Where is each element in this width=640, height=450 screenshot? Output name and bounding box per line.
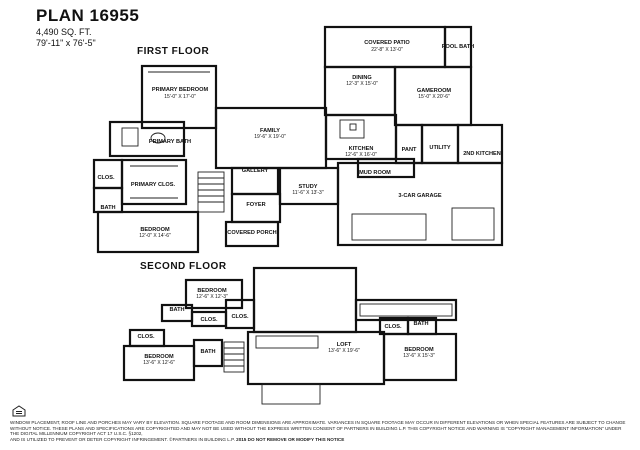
room-primary-bedroom-name: PRIMARY BEDROOM: [152, 87, 209, 93]
room-covered-patio-name: COVERED PATIO: [364, 40, 410, 46]
room-primary-clos-name: PRIMARY CLOS.: [131, 182, 176, 188]
second-floor-label: SECOND FLOOR: [140, 261, 227, 272]
room-foyer-name: FOYER: [246, 202, 265, 208]
room-garage-name: 3-CAR GARAGE: [398, 193, 441, 199]
room-kitchen-dim: 12'-6" X 16'-0": [345, 152, 377, 158]
room-bedroom-2a-dim: 12'-6" X 12'-3": [196, 294, 228, 300]
equal-housing-icon: [12, 405, 26, 417]
room-bedroom-2b-name: BEDROOM: [144, 354, 174, 360]
plan-title: PLAN 16955: [36, 6, 140, 25]
room-utility-name: UTILITY: [429, 145, 450, 151]
footer-line: AND IS UTILIZED TO PREVENT OR DETER COPY…: [10, 437, 630, 443]
room-bedroom-2b-dim: 13'-6" X 12'-6": [143, 360, 175, 366]
room-kitchen-name: KITCHEN: [349, 146, 374, 152]
first-floor-label: FIRST FLOOR: [137, 46, 210, 57]
room-gallery-name: GALLERY: [242, 168, 269, 174]
square-footage: 4,490 SQ. FT.: [36, 27, 92, 37]
room-clos-2c-name: CLOS.: [137, 334, 155, 340]
room-primary-bath-name: PRIMARY BATH: [149, 139, 191, 145]
room-bedroom-first-dim: 12'-0" X 14'-6": [139, 233, 171, 239]
room-gameroom-dim: 15'-0" X 20'-6": [418, 94, 450, 100]
footer-year: 2015: [236, 437, 247, 442]
room-clos-first-name: CLOS.: [97, 175, 115, 181]
room-bedroom-first-name: BEDROOM: [140, 227, 170, 233]
room-bath-first-name: BATH: [100, 205, 115, 211]
room-pant-name: PANT: [402, 147, 417, 153]
first-floor-walls: [92, 25, 504, 254]
room-family-name: FAMILY: [260, 128, 280, 134]
footer-copyright-text: AND IS UTILIZED TO PREVENT OR DETER COPY…: [10, 437, 235, 442]
room-mud-room-name: MUD ROOM: [359, 170, 391, 176]
room-loft-name: LOFT: [337, 342, 352, 348]
room-clos-2a-name: CLOS.: [200, 317, 218, 323]
room-dining-name: DINING: [352, 75, 372, 81]
room-study-name: STUDY: [299, 184, 318, 190]
room-bedroom-2c-name: BEDROOM: [404, 347, 434, 353]
room-clos-2b-name: CLOS.: [231, 314, 249, 320]
room-2nd-kitchen-name: 2ND KITCHEN: [463, 151, 501, 157]
room-clos-2d-name: CLOS.: [384, 324, 402, 330]
room-covered-patio-dim: 22'-8" X 13'-0": [371, 47, 403, 53]
room-bedroom-2a-name: BEDROOM: [197, 288, 227, 294]
room-family-dim: 19'-6" X 19'-0": [254, 134, 286, 140]
footer-warning: DO NOT REMOVE OR MODIFY THIS NOTICE: [247, 437, 345, 442]
overall-dimensions: 79'-11" x 76'-5": [36, 38, 96, 48]
room-labels: COVERED PATIO 22'-8" X 13'-0" POOL BATH …: [97, 40, 500, 366]
room-bath-2c-name: BATH: [413, 321, 428, 327]
room-gameroom-name: GAMEROOM: [417, 88, 452, 94]
room-bedroom-2c-dim: 13'-6" X 15'-3": [403, 353, 435, 359]
room-study-dim: 11'-6" X 13'-3": [292, 190, 323, 196]
room-pool-bath-name: POOL BATH: [442, 44, 474, 50]
room-primary-bedroom-dim: 15'-0" X 17'-0": [164, 94, 196, 100]
room-covered-porch-name: COVERED PORCH: [227, 230, 276, 236]
room-bath-2b-name: BATH: [200, 349, 215, 355]
second-floor-walls: [122, 266, 458, 405]
disclaimer-text: WINDOW PLACEMENT, ROOF LINE AND PORCHES …: [10, 420, 626, 437]
room-bath-2a-name: BATH: [169, 307, 184, 313]
room-dining-dim: 12'-3" X 15'-0": [346, 81, 378, 87]
room-loft-dim: 13'-6" X 19'-6": [328, 348, 360, 354]
